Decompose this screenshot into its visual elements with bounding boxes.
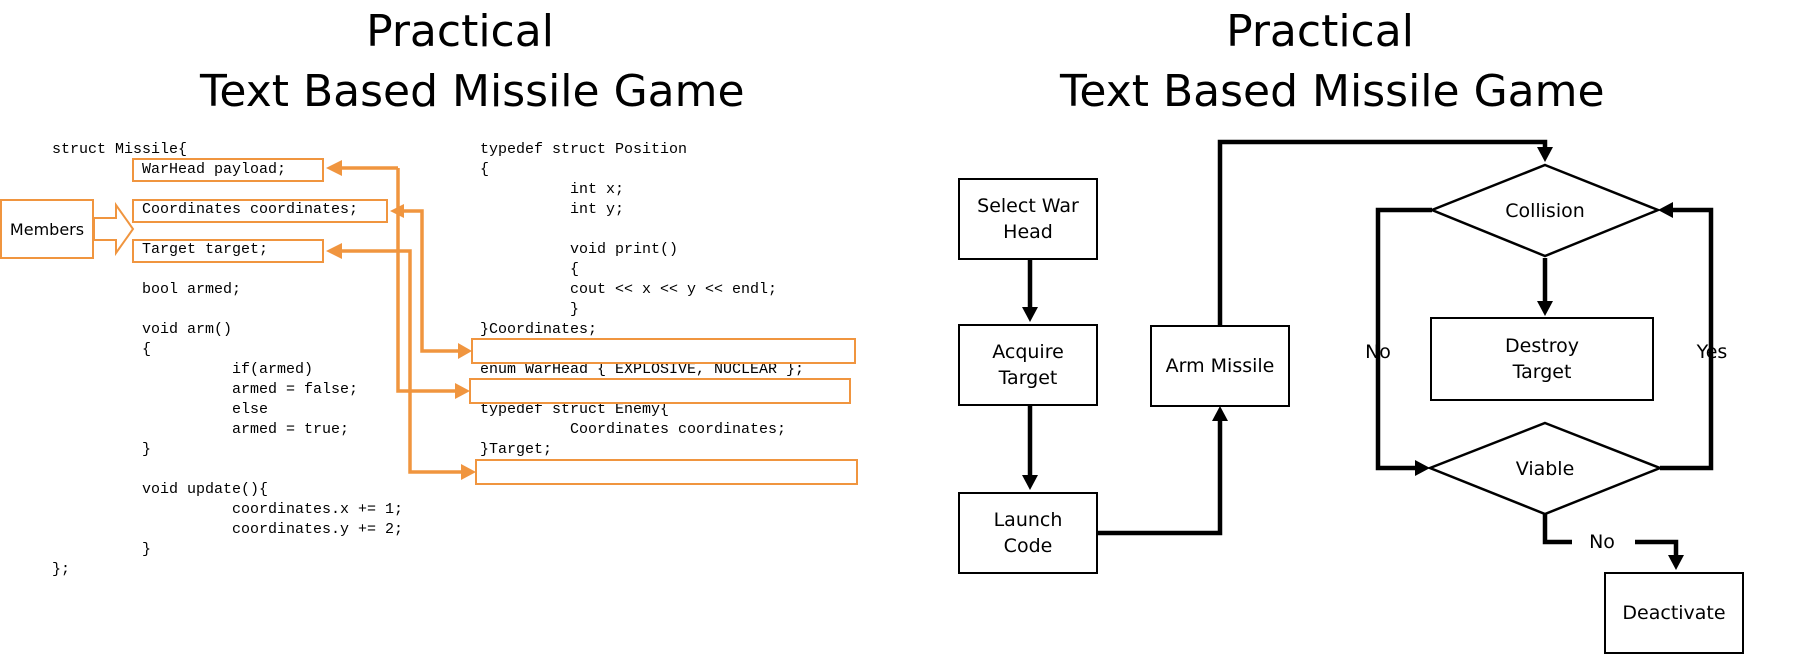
missile-code-line: if(armed) — [52, 361, 314, 378]
node-destroy-target-line1: Destroy — [1505, 335, 1579, 357]
node-arm-missile: Arm Missile — [1150, 325, 1290, 407]
missile-code-line: { — [52, 341, 152, 358]
arrowhead-warhead-enum — [455, 383, 470, 399]
highlight-payload-member — [132, 158, 324, 182]
typedef-code-line: enum WarHead { EXPLOSIVE, NUCLEAR }; — [480, 361, 805, 378]
typedef-code-line: }Target; — [480, 441, 553, 458]
missile-code-line: coordinates.x += 1; — [52, 501, 404, 518]
highlight-coordinates-member — [132, 199, 388, 223]
typedef-code-line: { — [480, 261, 580, 278]
connector-coordinates-typedef — [396, 209, 464, 353]
typedef-code-line: }Coordinates; — [480, 321, 598, 338]
edge-label-no-left: No — [1365, 341, 1391, 363]
node-destroy-target-line2: Target — [1512, 361, 1572, 383]
arrow-to-launch — [1022, 475, 1038, 490]
node-viable-label: Viable — [1515, 458, 1575, 480]
typedef-code-line: typedef struct Position — [480, 141, 688, 158]
node-acquire-target-line1: Acquire — [992, 341, 1064, 363]
left-title: Practical Text Based Missile Game — [200, 2, 745, 122]
arrowhead-coordinates — [390, 204, 404, 218]
members-block-arrow — [93, 201, 135, 257]
node-select-war-head-line1: Select War — [977, 195, 1079, 217]
edge-label-no-bottom: No — [1589, 531, 1615, 553]
node-launch-code-line2: Code — [1003, 535, 1053, 557]
missile-code-line: Target target; — [52, 241, 269, 258]
typedef-code-line: int y; — [480, 201, 625, 218]
node-select-war-head-line2: Head — [1003, 221, 1053, 243]
connector-target-typedef — [340, 249, 467, 474]
arrow-to-acquire — [1022, 307, 1038, 322]
right-title-line1: Practical — [1226, 6, 1414, 57]
missile-code-line: } — [52, 441, 152, 458]
left-title-line2: Text Based Missile Game — [200, 66, 745, 117]
arrow-yes-to-collision — [1658, 202, 1673, 218]
arrowhead-coordinates-typedef — [458, 343, 472, 359]
highlight-target-member — [132, 239, 324, 263]
node-deactivate-line1: Deactivate — [1622, 602, 1726, 624]
node-deactivate: Deactivate — [1604, 572, 1744, 654]
connector-payload-warhead — [396, 168, 462, 393]
left-title-line1: Practical — [366, 6, 554, 57]
code-block-missile-struct: struct Missile{ WarHead payload; Coordin… — [52, 140, 403, 580]
collision-diamond — [1428, 163, 1662, 258]
typedef-code-line: typedef struct Enemy{ — [480, 401, 670, 418]
arrow-to-collision — [1537, 147, 1553, 162]
code-block-type-definitions: typedef struct Position { int x; int y; v… — [480, 140, 804, 460]
edge-label-yes-right: Yes — [1696, 341, 1728, 363]
missile-code-line: armed = false; — [52, 381, 359, 398]
missile-code-line: WarHead payload; — [52, 161, 287, 178]
node-arm-missile-line1: Arm Missile — [1165, 355, 1275, 377]
missile-code-line: bool armed; — [52, 281, 242, 298]
typedef-code-line: cout << x << y << endl; — [480, 281, 778, 298]
arrow-to-viable — [1415, 460, 1430, 476]
node-collision-label: Collision — [1505, 200, 1585, 222]
typedef-code-line: int x; — [480, 181, 625, 198]
arrow-to-arm — [1212, 406, 1228, 421]
node-acquire-target-line2: Target — [998, 367, 1058, 389]
missile-code-line: void update(){ — [52, 481, 269, 498]
arrowhead-payload — [326, 160, 342, 176]
members-label: Members — [9, 219, 85, 239]
arrowhead-target — [326, 243, 342, 259]
typedef-code-line: Coordinates coordinates; — [480, 421, 787, 438]
missile-code-line: struct Missile{ — [52, 141, 188, 158]
arrowhead-target-typedef — [461, 464, 476, 480]
missile-code-line: void arm() — [52, 321, 233, 338]
missile-code-line: else — [52, 401, 269, 418]
missile-code-line: Coordinates coordinates; — [52, 201, 359, 218]
typedef-code-line: { — [480, 161, 490, 178]
right-title: Practical Text Based Missile Game — [1060, 2, 1605, 122]
missile-code-line: coordinates.y += 2; — [52, 521, 404, 538]
right-title-line2: Text Based Missile Game — [1060, 66, 1605, 117]
typedef-code-line: } — [480, 301, 580, 318]
viable-diamond — [1426, 421, 1664, 516]
typedef-code-line: void print() — [480, 241, 679, 258]
missile-code-line: armed = true; — [52, 421, 350, 438]
missile-code-line: } — [52, 541, 152, 558]
missile-code-line: }; — [52, 561, 71, 578]
arrow-to-destroy — [1537, 301, 1553, 316]
node-launch-code-line1: Launch — [993, 509, 1063, 531]
arrow-to-deactivate — [1668, 555, 1684, 570]
